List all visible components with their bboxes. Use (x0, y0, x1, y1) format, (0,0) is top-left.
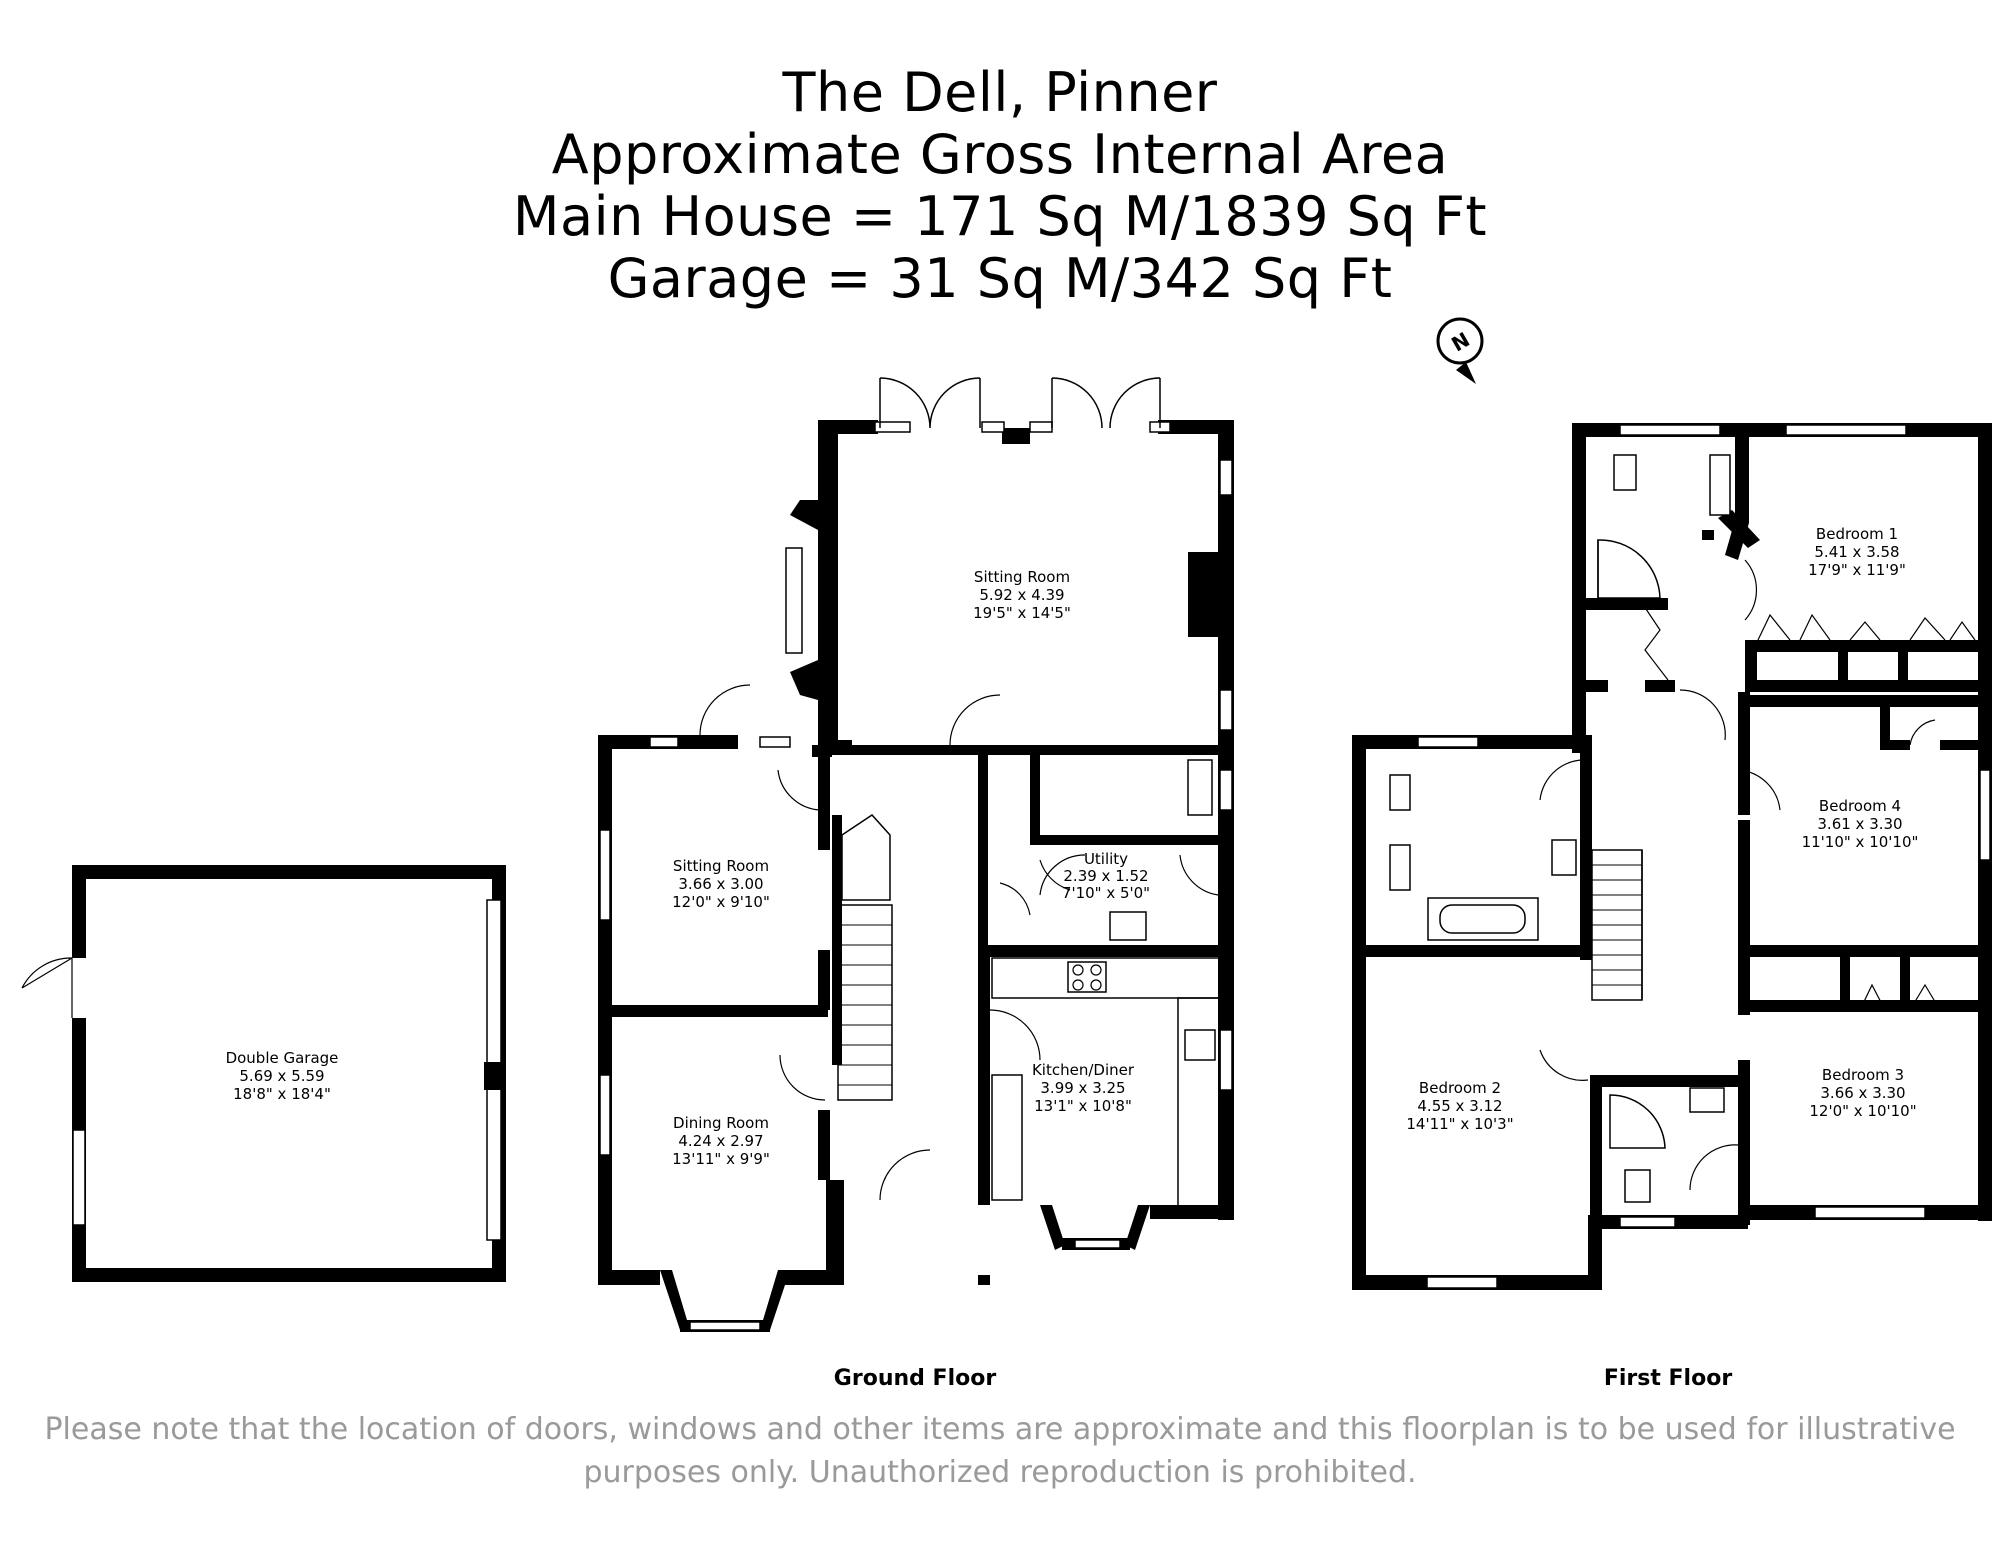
room-label-bedroom-2: Bedroom 2 4.55 x 3.12 14'11" x 10'3" (1406, 1079, 1513, 1133)
room-label-sitting-room-main: Sitting Room 5.92 x 4.39 19'5" x 14'5" (973, 568, 1071, 622)
room-name: Dining Room (673, 1114, 769, 1132)
room-imperial: 13'1" x 10'8" (1034, 1097, 1132, 1115)
room-name: Sitting Room (974, 568, 1070, 586)
room-labels: Double Garage 5.69 x 5.59 18'8" x 18'4" … (226, 525, 1919, 1168)
room-metric: 3.66 x 3.30 (1820, 1084, 1905, 1102)
room-name: Bedroom 4 (1819, 797, 1901, 815)
room-name: Bedroom 1 (1816, 525, 1898, 543)
room-metric: 3.61 x 3.30 (1817, 815, 1902, 833)
room-imperial: 7'10" x 5'0" (1062, 884, 1150, 902)
room-imperial: 17'9" x 11'9" (1808, 561, 1906, 579)
disclaimer-line-2: purposes only. Unauthorized reproduction… (583, 1455, 1417, 1490)
area-heading: Approximate Gross Internal Area (551, 123, 1449, 186)
room-label-kitchen-diner: Kitchen/Diner 3.99 x 3.25 13'1" x 10'8" (1032, 1061, 1135, 1115)
garage-area: Garage = 31 Sq M/342 Sq Ft (607, 247, 1393, 310)
room-name: Bedroom 2 (1419, 1079, 1501, 1097)
room-label-double-garage: Double Garage 5.69 x 5.59 18'8" x 18'4" (226, 1049, 339, 1103)
room-name: Kitchen/Diner (1032, 1061, 1135, 1079)
disclaimer: Please note that the location of doors, … (40, 1408, 1960, 1494)
room-metric: 3.66 x 3.00 (678, 875, 763, 893)
room-label-dining-room: Dining Room 4.24 x 2.97 13'11" x 9'9" (672, 1114, 770, 1168)
room-imperial: 12'0" x 9'10" (672, 893, 770, 911)
room-imperial: 14'11" x 10'3" (1406, 1115, 1513, 1133)
room-name: Sitting Room (673, 857, 769, 875)
room-name: Utility (1084, 850, 1128, 868)
room-metric: 4.24 x 2.97 (678, 1132, 763, 1150)
room-label-sitting-room-front: Sitting Room 3.66 x 3.00 12'0" x 9'10" (672, 857, 770, 911)
first-floor-label: First Floor (1603, 1366, 1733, 1391)
room-label-bedroom-4: Bedroom 4 3.61 x 3.30 11'10" x 10'10" (1802, 797, 1919, 851)
room-name: Bedroom 3 (1822, 1066, 1904, 1084)
room-name: Double Garage (226, 1049, 339, 1067)
room-imperial: 11'10" x 10'10" (1802, 833, 1919, 851)
property-name: The Dell, Pinner (782, 61, 1218, 124)
room-imperial: 13'11" x 9'9" (672, 1150, 770, 1168)
room-label-bedroom-3: Bedroom 3 3.66 x 3.30 12'0" x 10'10" (1809, 1066, 1916, 1120)
room-label-utility: Utility 2.39 x 1.52 7'10" x 5'0" (1062, 850, 1150, 902)
room-metric: 5.92 x 4.39 (979, 586, 1064, 604)
first-floor-plan (1352, 423, 1992, 1290)
room-metric: 5.41 x 3.58 (1814, 543, 1899, 561)
room-imperial: 12'0" x 10'10" (1809, 1102, 1916, 1120)
main-house-area: Main House = 171 Sq M/1839 Sq Ft (512, 185, 1488, 248)
ground-floor-plan (598, 377, 1234, 1332)
room-metric: 2.39 x 1.52 (1063, 867, 1148, 885)
room-metric: 3.99 x 3.25 (1040, 1079, 1125, 1097)
garage-plan (21, 865, 506, 1282)
room-label-bedroom-1: Bedroom 1 5.41 x 3.58 17'9" x 11'9" (1808, 525, 1906, 579)
disclaimer-line-1: Please note that the location of doors, … (44, 1412, 1956, 1447)
room-imperial: 19'5" x 14'5" (973, 604, 1071, 622)
title-block: The Dell, Pinner Approximate Gross Inter… (0, 62, 2000, 310)
room-imperial: 18'8" x 18'4" (233, 1085, 331, 1103)
room-metric: 4.55 x 3.12 (1417, 1097, 1502, 1115)
ground-floor-label: Ground Floor (833, 1366, 997, 1391)
room-metric: 5.69 x 5.59 (239, 1067, 324, 1085)
north-arrow-icon: N (1436, 317, 1484, 384)
